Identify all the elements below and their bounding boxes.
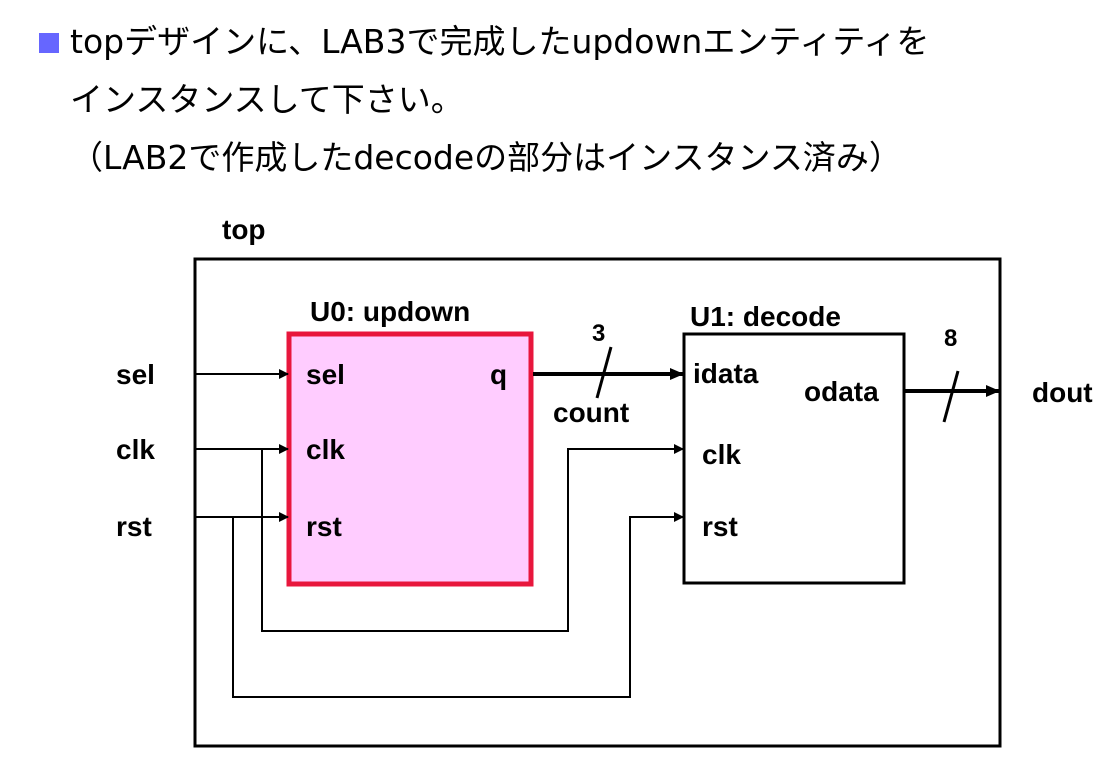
- instruction-line-1: topデザインに、LAB3で完成したupdownエンティティを: [70, 22, 930, 61]
- u1-decode-box: [682, 332, 906, 585]
- u0-title: U0: updown: [310, 296, 470, 327]
- signal-count-label: count: [553, 397, 629, 428]
- u0-port-sel: sel: [306, 359, 345, 390]
- u1-port-clk: clk: [702, 439, 741, 470]
- instruction-line-3: （LAB2で作成したdecodeの部分はインスタンス済み）: [70, 138, 902, 177]
- input-sel-label: sel: [116, 359, 155, 390]
- top-entity-box: [193, 257, 1002, 748]
- top-label: top: [222, 214, 266, 245]
- u1-port-odata: odata: [804, 376, 879, 407]
- input-clk-label: clk: [116, 434, 155, 465]
- u1-port-rst: rst: [702, 511, 738, 542]
- input-rst-label: rst: [116, 511, 152, 542]
- bullet-square-icon: [39, 33, 59, 53]
- u0-port-rst: rst: [306, 511, 342, 542]
- wire-rst-u1: [232, 512, 684, 698]
- output-dout-label: dout: [1032, 377, 1093, 408]
- instruction-line-2: インスタンスして下さい。: [70, 80, 464, 119]
- u0-port-q: q: [490, 359, 507, 390]
- bus-dout-slash: [942, 370, 960, 423]
- bus-width-count: 3: [592, 320, 605, 347]
- bus-count-slash: [595, 346, 613, 399]
- wire-clk-u1: [261, 444, 684, 632]
- u0-updown-box: [286, 331, 534, 587]
- bus-width-dout: 8: [944, 325, 957, 352]
- u0-port-clk: clk: [306, 434, 345, 465]
- u1-port-idata: idata: [693, 358, 759, 389]
- u1-title: U1: decode: [690, 301, 841, 332]
